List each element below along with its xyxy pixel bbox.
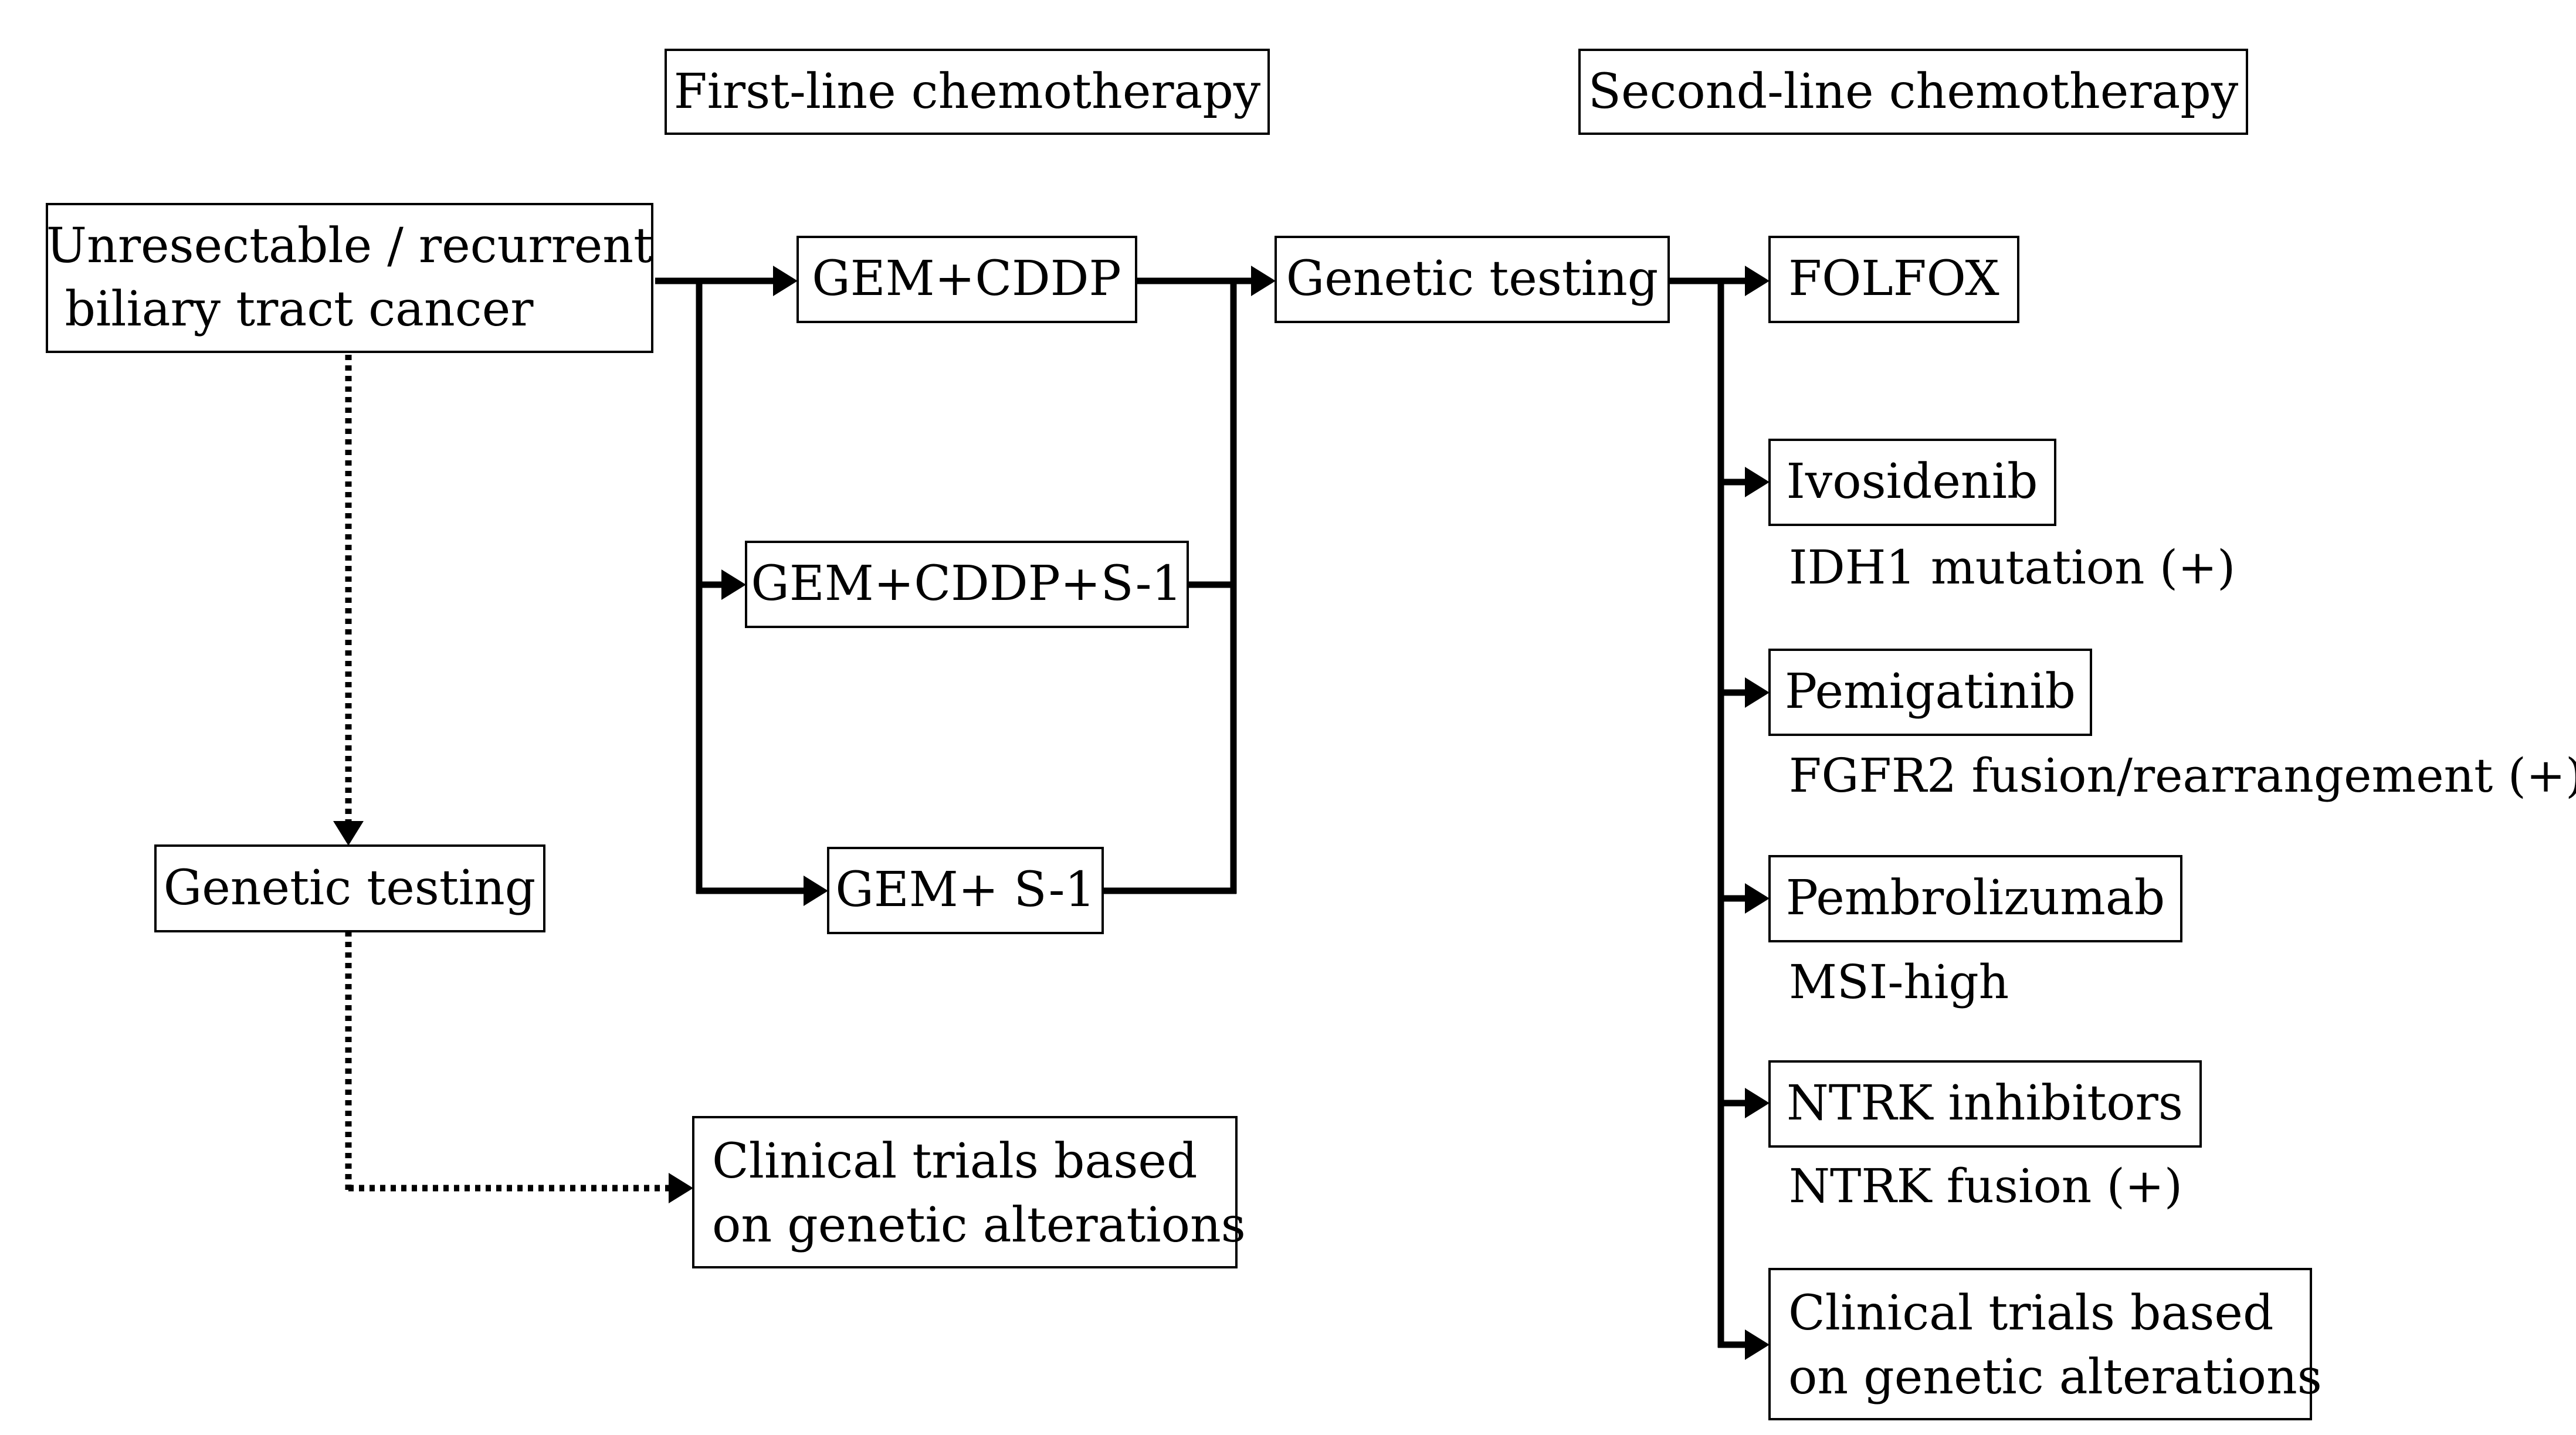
- arrow-to-folfox: [1745, 266, 1770, 296]
- start-box: Unresectable / recurrent biliary tract c…: [46, 203, 653, 353]
- pemigatinib-indication: FGFR2 fusion/rearrangement (+): [1789, 748, 2576, 803]
- regimen-gem-cddp-s1-label: GEM+CDDP+S-1: [751, 556, 1182, 612]
- arrow-to-genetic-testing-early: [333, 821, 364, 846]
- header-first-line-label: First-line chemotherapy: [674, 64, 1261, 120]
- ivosidenib-indication: IDH1 mutation (+): [1789, 540, 2235, 595]
- arrow-to-ntrk: [1745, 1088, 1770, 1118]
- option-ivosidenib: Ivosidenib: [1768, 439, 2056, 526]
- option-ivosidenib-label: Ivosidenib: [1787, 454, 2038, 510]
- header-second-line: Second-line chemotherapy: [1578, 49, 2248, 135]
- clinical-trials-early-line1: Clinical trials based: [712, 1134, 1197, 1189]
- option-clinical-trials-line2: on genetic alterations: [1788, 1349, 2322, 1405]
- genetic-testing-early-box: Genetic testing: [154, 844, 545, 932]
- option-ntrk-inhibitors-label: NTRK inhibitors: [1787, 1076, 2183, 1131]
- arrow-to-clinical-trials-second: [1745, 1329, 1770, 1360]
- header-second-line-label: Second-line chemotherapy: [1588, 64, 2239, 120]
- arrow-to-gem-s1: [804, 876, 828, 906]
- regimen-gem-cddp-s1: GEM+CDDP+S-1: [745, 541, 1189, 628]
- arrow-to-ivosidenib: [1745, 467, 1770, 497]
- genetic-testing-early-label: Genetic testing: [164, 860, 536, 916]
- regimen-gem-cddp: GEM+CDDP: [796, 236, 1137, 323]
- pembrolizumab-indication: MSI-high: [1789, 955, 2009, 1009]
- arrow-to-clinical-trials-early: [669, 1173, 693, 1203]
- clinical-trials-early-box: Clinical trials based on genetic alterat…: [692, 1116, 1246, 1268]
- arrow-to-gem-cddp-s1: [721, 569, 746, 600]
- option-pembrolizumab-label: Pembrolizumab: [1786, 870, 2165, 926]
- option-ntrk-inhibitors: NTRK inhibitors: [1768, 1060, 2202, 1148]
- arrow-to-pemigatinib: [1745, 677, 1770, 708]
- option-clinical-trials-line1: Clinical trials based: [1788, 1285, 2273, 1341]
- regimen-gem-cddp-label: GEM+CDDP: [812, 251, 1121, 307]
- arrow-to-gem-cddp: [773, 266, 798, 296]
- regimen-gem-s1-label: GEM+ S-1: [835, 862, 1095, 918]
- option-pemigatinib-label: Pemigatinib: [1785, 664, 2076, 720]
- regimen-gem-s1: GEM+ S-1: [827, 847, 1104, 934]
- genetic-testing-main-box: Genetic testing: [1275, 236, 1670, 323]
- connectors: [333, 266, 1770, 1360]
- arrow-to-genetic-testing: [1251, 266, 1276, 296]
- genetic-testing-main-label: Genetic testing: [1286, 251, 1659, 307]
- arrow-to-pembrolizumab: [1745, 883, 1770, 914]
- option-folfox: FOLFOX: [1768, 236, 2019, 323]
- clinical-trials-early-line2: on genetic alterations: [712, 1197, 1246, 1253]
- start-label-line1: Unresectable / recurrent: [46, 218, 653, 274]
- header-first-line: First-line chemotherapy: [665, 49, 1270, 135]
- ntrk-indication: NTRK fusion (+): [1789, 1159, 2182, 1213]
- option-pembrolizumab: Pembrolizumab: [1768, 855, 2182, 942]
- option-folfox-label: FOLFOX: [1788, 251, 1999, 307]
- option-clinical-trials: Clinical trials based on genetic alterat…: [1768, 1268, 2322, 1420]
- start-label-line2: biliary tract cancer: [65, 281, 534, 337]
- option-pemigatinib: Pemigatinib: [1768, 649, 2092, 736]
